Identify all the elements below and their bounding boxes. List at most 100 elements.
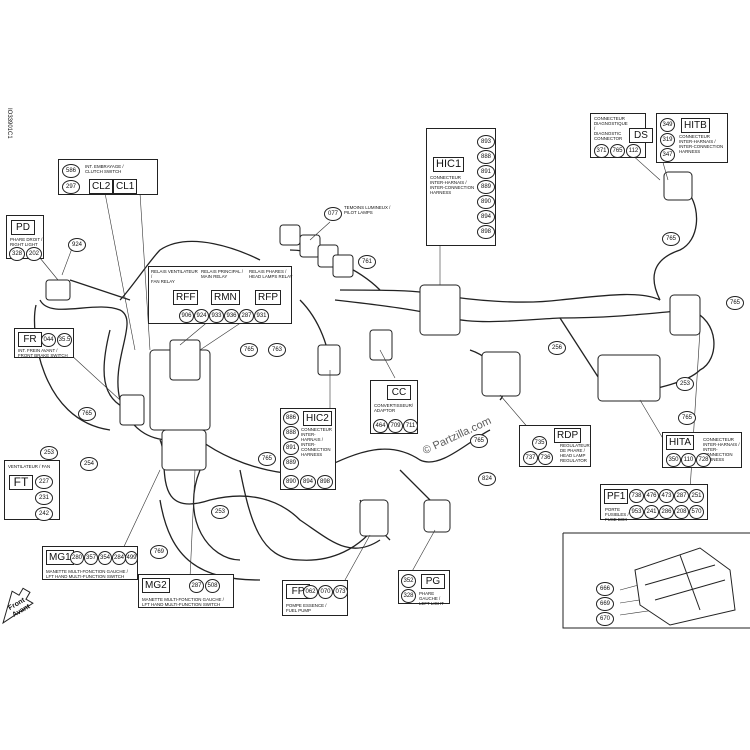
ref-077: 077 (324, 207, 342, 221)
num: 476 (644, 489, 659, 503)
callout-fr: FR 044 35.5 INT. FREIN AVANT / FRONT BRA… (14, 328, 74, 358)
num: 112 (626, 144, 641, 158)
ref-765: 765 (240, 343, 258, 357)
num: 328 (9, 247, 25, 261)
num: 073 (333, 585, 348, 599)
num: 319 (660, 133, 675, 147)
num: 352 (401, 574, 416, 588)
callout-cc: CC CONVERTISSEUR/ ADAPTOR 464 709 711 (370, 380, 418, 434)
callout-fp: FP 062 070 073 POMPE ESSENCE / FUEL PUMP (282, 580, 348, 616)
callout-hitb: 349 319 347 HITB CONNECTEUR INTER-HARNAI… (656, 113, 728, 163)
num: 464 (373, 419, 388, 433)
inset-connector (634, 547, 736, 626)
ref-765: 765 (662, 232, 680, 246)
num: 888 (283, 426, 299, 440)
num: 473 (659, 489, 674, 503)
label-rfp: RELAIS PHARES / HEAD LAMPS RELAY (249, 269, 293, 279)
num: 284 (112, 551, 126, 565)
num: 251 (689, 489, 704, 503)
code-ft: FT (9, 475, 33, 490)
code-rff: RFF (173, 290, 199, 305)
code-hitb: HITB (681, 118, 710, 133)
num: 044 (41, 333, 56, 347)
ref-253: 253 (211, 505, 229, 519)
num: 711 (403, 419, 418, 433)
label-hitb: CONNECTEUR INTER-HARNAIS / INTER-CONNECT… (679, 134, 724, 154)
num: 906 (179, 309, 194, 323)
num: 208 (674, 505, 689, 519)
code-rdp: RDP (554, 428, 582, 443)
ref-769: 769 (150, 545, 168, 559)
num: 508 (205, 579, 220, 593)
label-fp: POMPE ESSENCE / FUEL PUMP (286, 603, 327, 613)
num: 924 (194, 309, 209, 323)
ref-824: 824 (478, 472, 496, 486)
num: 586 (62, 164, 80, 178)
num: 891 (283, 441, 299, 455)
num: 570 (689, 505, 704, 519)
num: 936 (224, 309, 239, 323)
num: 070 (318, 585, 333, 599)
code-rfp: RFP (255, 290, 281, 305)
num: 888 (477, 150, 495, 164)
ref-765: 765 (258, 452, 276, 466)
callout-rdp: RDP REGULATEUR DE PHARE / HEAD LAMP REGU… (519, 425, 591, 467)
num: 347 (660, 148, 675, 162)
label-hita: CONNECTEUR INTER-HARNAIS / INTER-CONNECT… (703, 437, 740, 462)
label-rff: RELAIS VENTILATEUR / FAN RELAY (151, 269, 198, 284)
num: 287 (674, 489, 689, 503)
ref-765: 765 (678, 411, 696, 425)
code-pd: PD (11, 220, 35, 235)
label-rmn: RELAIS PRINCIPAL / MAIN RELAY (201, 269, 243, 279)
num: 062 (303, 585, 318, 599)
ref-765: 765 (470, 434, 488, 448)
num: 227 (35, 475, 53, 489)
num: 297 (62, 180, 80, 194)
inset-frame (562, 532, 750, 629)
num: 280 (70, 551, 84, 565)
code-cl2: CL2 (89, 179, 114, 194)
num: 889 (283, 456, 299, 470)
callout-hic2: 886 888 891 889 890 894 898 HIC2 CONNECT… (280, 408, 336, 490)
callout-pf1: PF1 738 476 473 287 251 PORTE FUSIBLES /… (600, 484, 708, 522)
label-rdp: REGULATEUR DE PHARE / HEAD LAMP REGULATO… (560, 443, 590, 463)
num: 765 (610, 144, 625, 158)
ref-253: 253 (40, 446, 58, 460)
code-fr: FR (18, 332, 42, 347)
label-mg1: MANETTE MULTI-FONCTION GAUCHE / LFT HAND… (46, 569, 128, 579)
num: 669 (596, 597, 614, 611)
label-hic2: CONNECTEUR INTER-HARNAIS / INTER- CONNEC… (301, 427, 332, 457)
num: 202 (26, 247, 42, 261)
num: 931 (254, 309, 269, 323)
num: 371 (594, 144, 609, 158)
num: 287 (239, 309, 254, 323)
num: 889 (477, 180, 495, 194)
code-pg: PG (421, 574, 445, 589)
num: 354 (98, 551, 112, 565)
num: 735 (532, 436, 547, 450)
label-cc: CONVERTISSEUR/ ADAPTOR (374, 403, 413, 413)
num: 328 (401, 589, 416, 603)
code-cl1: CL1 (113, 179, 138, 194)
front-arrow-icon (2, 587, 34, 625)
num: 110 (681, 453, 696, 467)
callout-ft: VENTILATEUR / FAN FT 227 231 242 (4, 460, 60, 521)
num: 898 (477, 225, 495, 239)
ref-765: 765 (726, 296, 744, 310)
num: 350 (666, 453, 681, 467)
code-mg2: MG2 (142, 578, 170, 593)
num: 357 (84, 551, 98, 565)
callout-mg1: MG1 280 357 354 284 499 MANETTE MULTI-FO… (42, 546, 138, 580)
num: 241 (644, 505, 659, 519)
label-cl: INT. EMBRAYAGE / CLUTCH SWITCH (85, 164, 124, 174)
ref-761: 761 (358, 255, 376, 269)
label-pd: PHARE DROIT / RIGHT LIGHT (10, 237, 43, 247)
label-pg: PHARE GAUCHE / LEFT LIGHT (419, 591, 444, 606)
label-ft: VENTILATEUR / FAN (8, 464, 51, 469)
callout-relays: RELAIS VENTILATEUR / FAN RELAY RELAIS PR… (148, 266, 293, 324)
num: 286 (659, 505, 674, 519)
code-cc: CC (387, 385, 411, 400)
num: 287 (189, 579, 204, 593)
label-mg2: MANETTE MULTI-FONCTION GAUCHE / LFT HAND… (142, 597, 224, 607)
